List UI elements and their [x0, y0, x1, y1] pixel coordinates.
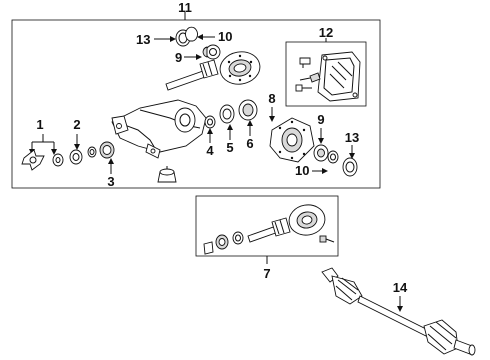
differential-assembly-group: 11 [11, 0, 381, 189]
callout-11[interactable]: 11 [178, 0, 192, 15]
shim-part[interactable] [327, 150, 339, 164]
cover-bolt-part[interactable] [295, 84, 312, 92]
differential-case-part[interactable] [269, 117, 315, 163]
callout-14-group: 14 [393, 280, 408, 312]
callout-9-right-group: 9 [317, 112, 325, 144]
oil-seal-part[interactable] [69, 149, 83, 165]
callout-13-right-group: 13 [345, 130, 359, 159]
rubber-mount-part[interactable] [157, 166, 177, 183]
callout-2-group: 2 [73, 117, 81, 150]
kit-ring-gear-part[interactable] [287, 202, 328, 238]
callout-12[interactable]: 12 [319, 25, 333, 40]
fill-plug-part[interactable] [299, 72, 321, 83]
diff-side-bearing-part[interactable] [313, 144, 329, 162]
kit-small-bearing-part[interactable] [203, 241, 214, 255]
callout-8-group: 8 [268, 91, 276, 122]
callout-9-right[interactable]: 9 [317, 112, 324, 127]
callout-3-group: 3 [107, 158, 115, 189]
deflector-part[interactable] [87, 146, 97, 158]
callout-1-group: 1 [29, 117, 57, 155]
callout-5-group: 5 [226, 124, 234, 155]
callout-4-group: 4 [206, 128, 214, 158]
callout-3[interactable]: 3 [107, 174, 114, 189]
callout-6-group: 6 [246, 120, 254, 151]
side-bearing-right-part[interactable] [238, 99, 258, 121]
companion-flange-part[interactable] [21, 149, 45, 171]
callout-14[interactable]: 14 [393, 280, 408, 295]
drain-plug-part[interactable] [299, 57, 311, 68]
callout-4[interactable]: 4 [206, 143, 214, 158]
side-bearing-left-part[interactable] [204, 115, 216, 129]
callout-10-top: 10 [197, 29, 232, 44]
kit-bearing-b-part[interactable] [232, 231, 244, 245]
callout-2[interactable]: 2 [73, 117, 80, 132]
callout-13-top: 13 [136, 32, 176, 47]
kit-bearing-a-part[interactable] [215, 234, 229, 250]
flange-nut-part[interactable] [52, 153, 64, 167]
callout-6[interactable]: 6 [246, 136, 253, 151]
axle-seal-part[interactable] [342, 157, 358, 177]
group-11-frame [11, 19, 381, 189]
ring-and-pinion-part[interactable] [165, 49, 262, 91]
callout-10-upper[interactable]: 10 [218, 29, 232, 44]
collapsible-spacer-part[interactable] [185, 26, 198, 42]
side-bearing-cup-part[interactable] [219, 104, 235, 124]
callout-13-right[interactable]: 13 [345, 130, 359, 145]
kit-pinion-part[interactable] [247, 217, 291, 243]
callout-10-right[interactable]: 10 [295, 163, 309, 178]
callout-5[interactable]: 5 [226, 140, 233, 155]
callout-9-upper[interactable]: 9 [175, 50, 182, 65]
callout-8[interactable]: 8 [268, 91, 275, 106]
differential-cover-part[interactable] [317, 51, 361, 102]
callout-1[interactable]: 1 [36, 117, 43, 132]
callout-7[interactable]: 7 [263, 266, 270, 281]
front-pinion-bearing-part[interactable] [99, 141, 115, 159]
differential-carrier-housing-part[interactable] [111, 99, 207, 159]
gear-kit-group: 7 [195, 195, 339, 281]
cover-group: 12 [285, 25, 367, 107]
callout-9-top: 9 [175, 50, 202, 65]
callout-10-right-group: 10 [295, 163, 328, 178]
kit-bolt-part[interactable] [319, 235, 335, 243]
drive-axle-shaft-part[interactable] [321, 267, 476, 356]
pinion-bearing-part[interactable] [202, 44, 221, 60]
callout-13-upper[interactable]: 13 [136, 32, 150, 47]
